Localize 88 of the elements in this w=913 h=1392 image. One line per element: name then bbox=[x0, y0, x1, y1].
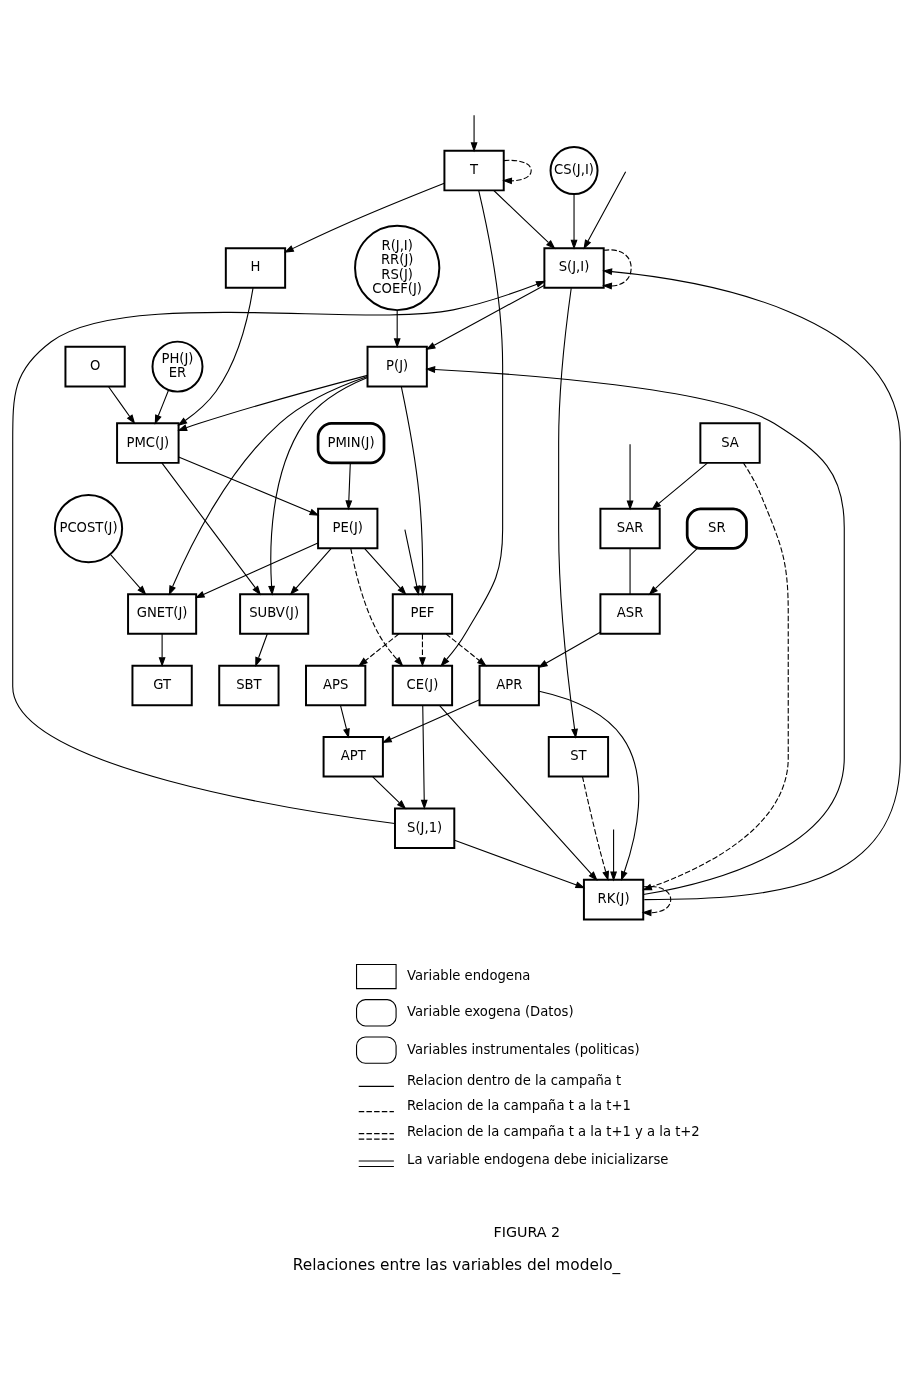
node-box: SR bbox=[685, 506, 748, 550]
node-box: RK(J) bbox=[582, 878, 645, 920]
arrow bbox=[626, 443, 634, 510]
arrow bbox=[12, 280, 546, 824]
arrow bbox=[372, 775, 407, 809]
node-circle: PCOST(J) bbox=[53, 493, 124, 563]
arrow bbox=[107, 385, 136, 424]
arrow bbox=[558, 287, 578, 739]
node-box: SBT bbox=[218, 664, 280, 706]
arrow bbox=[445, 633, 487, 666]
arrow bbox=[177, 287, 254, 426]
legend-label: Relacion de la campaña t a la t+1 bbox=[407, 1097, 631, 1113]
arrow bbox=[419, 633, 426, 667]
arrow bbox=[602, 267, 901, 900]
node-box: APR bbox=[478, 664, 540, 706]
arrow bbox=[393, 308, 401, 348]
node-box: PEF bbox=[391, 592, 454, 635]
node-box: GNET(J) bbox=[127, 592, 198, 635]
node-circle: CS(J,I) bbox=[549, 145, 599, 195]
node-box: APT bbox=[322, 735, 384, 778]
arrow bbox=[493, 189, 556, 249]
arrow bbox=[648, 547, 698, 595]
arrow bbox=[642, 462, 789, 890]
arrow bbox=[178, 456, 320, 516]
arrow bbox=[425, 365, 845, 895]
node-circle: PH(J) ER bbox=[151, 340, 204, 393]
arrow bbox=[454, 839, 586, 888]
arrow bbox=[438, 704, 598, 881]
arrow bbox=[420, 704, 428, 810]
arrow bbox=[364, 547, 407, 595]
arrow bbox=[168, 375, 368, 596]
node-box: SUBV(J) bbox=[239, 592, 310, 635]
node-box: S(J,1) bbox=[394, 806, 456, 849]
node-box: H bbox=[224, 246, 287, 289]
arrow bbox=[400, 385, 427, 596]
arrow bbox=[158, 633, 166, 667]
arrow bbox=[194, 542, 319, 598]
arrow bbox=[255, 633, 268, 667]
arrow bbox=[268, 376, 369, 596]
arrow bbox=[358, 633, 400, 666]
connector bbox=[629, 547, 631, 595]
arrow bbox=[570, 193, 578, 250]
node-box: CE(J) bbox=[391, 664, 454, 706]
node-box: SAR bbox=[599, 507, 661, 549]
node-box: ASR bbox=[599, 592, 661, 635]
arrow bbox=[381, 698, 481, 743]
node-box: T bbox=[443, 149, 505, 191]
node-box: O bbox=[64, 345, 126, 387]
arrow bbox=[154, 388, 170, 425]
arrow bbox=[502, 159, 532, 184]
arrow bbox=[538, 690, 640, 881]
node-box: APS bbox=[305, 664, 367, 706]
legend-label: Variable endogena bbox=[407, 967, 531, 983]
arrow bbox=[161, 461, 262, 595]
legend-label: Relacion de la campaña t a la t+1 y a la t+2 bbox=[407, 1123, 700, 1139]
node-box: PE(J) bbox=[317, 507, 379, 549]
node-box: P(J) bbox=[366, 345, 428, 387]
label: FIGURA 2 bbox=[493, 1223, 561, 1240]
node-box: GT bbox=[131, 664, 193, 706]
caption: Relaciones entre las variables del modelo_ bbox=[292, 1255, 621, 1274]
node-box: PMC(J) bbox=[116, 421, 180, 464]
node-box: ST bbox=[547, 735, 610, 778]
arrow bbox=[651, 462, 708, 510]
arrow bbox=[350, 547, 404, 666]
legend-label: Variable exogena (Datos) bbox=[407, 1003, 574, 1019]
arrow bbox=[610, 828, 618, 881]
arrow bbox=[581, 775, 609, 881]
node-box: PMIN(J) bbox=[316, 421, 386, 464]
arrow bbox=[283, 182, 445, 253]
arrow bbox=[602, 248, 632, 289]
arrow bbox=[289, 547, 332, 595]
arrow bbox=[470, 114, 478, 152]
legend-label: La variable endogena debe inicializarse bbox=[407, 1151, 669, 1167]
arrow bbox=[404, 528, 427, 596]
arrow bbox=[583, 170, 627, 250]
arrow bbox=[537, 631, 601, 668]
arrow bbox=[339, 704, 350, 738]
arrow bbox=[345, 462, 353, 510]
node-circle: R(J,I) RR(J) RS(J) COEF(J) bbox=[354, 224, 441, 311]
node-box: SA bbox=[699, 421, 761, 464]
arrow bbox=[641, 885, 672, 916]
arrow bbox=[440, 189, 504, 667]
node-box: S(J,I) bbox=[543, 246, 605, 289]
arrow bbox=[425, 284, 545, 350]
arrow bbox=[110, 553, 147, 595]
arrow bbox=[177, 374, 369, 431]
legend-label: Relacion dentro de la campaña t bbox=[407, 1072, 622, 1088]
legend-label: Variables instrumentales (politicas) bbox=[407, 1041, 640, 1057]
